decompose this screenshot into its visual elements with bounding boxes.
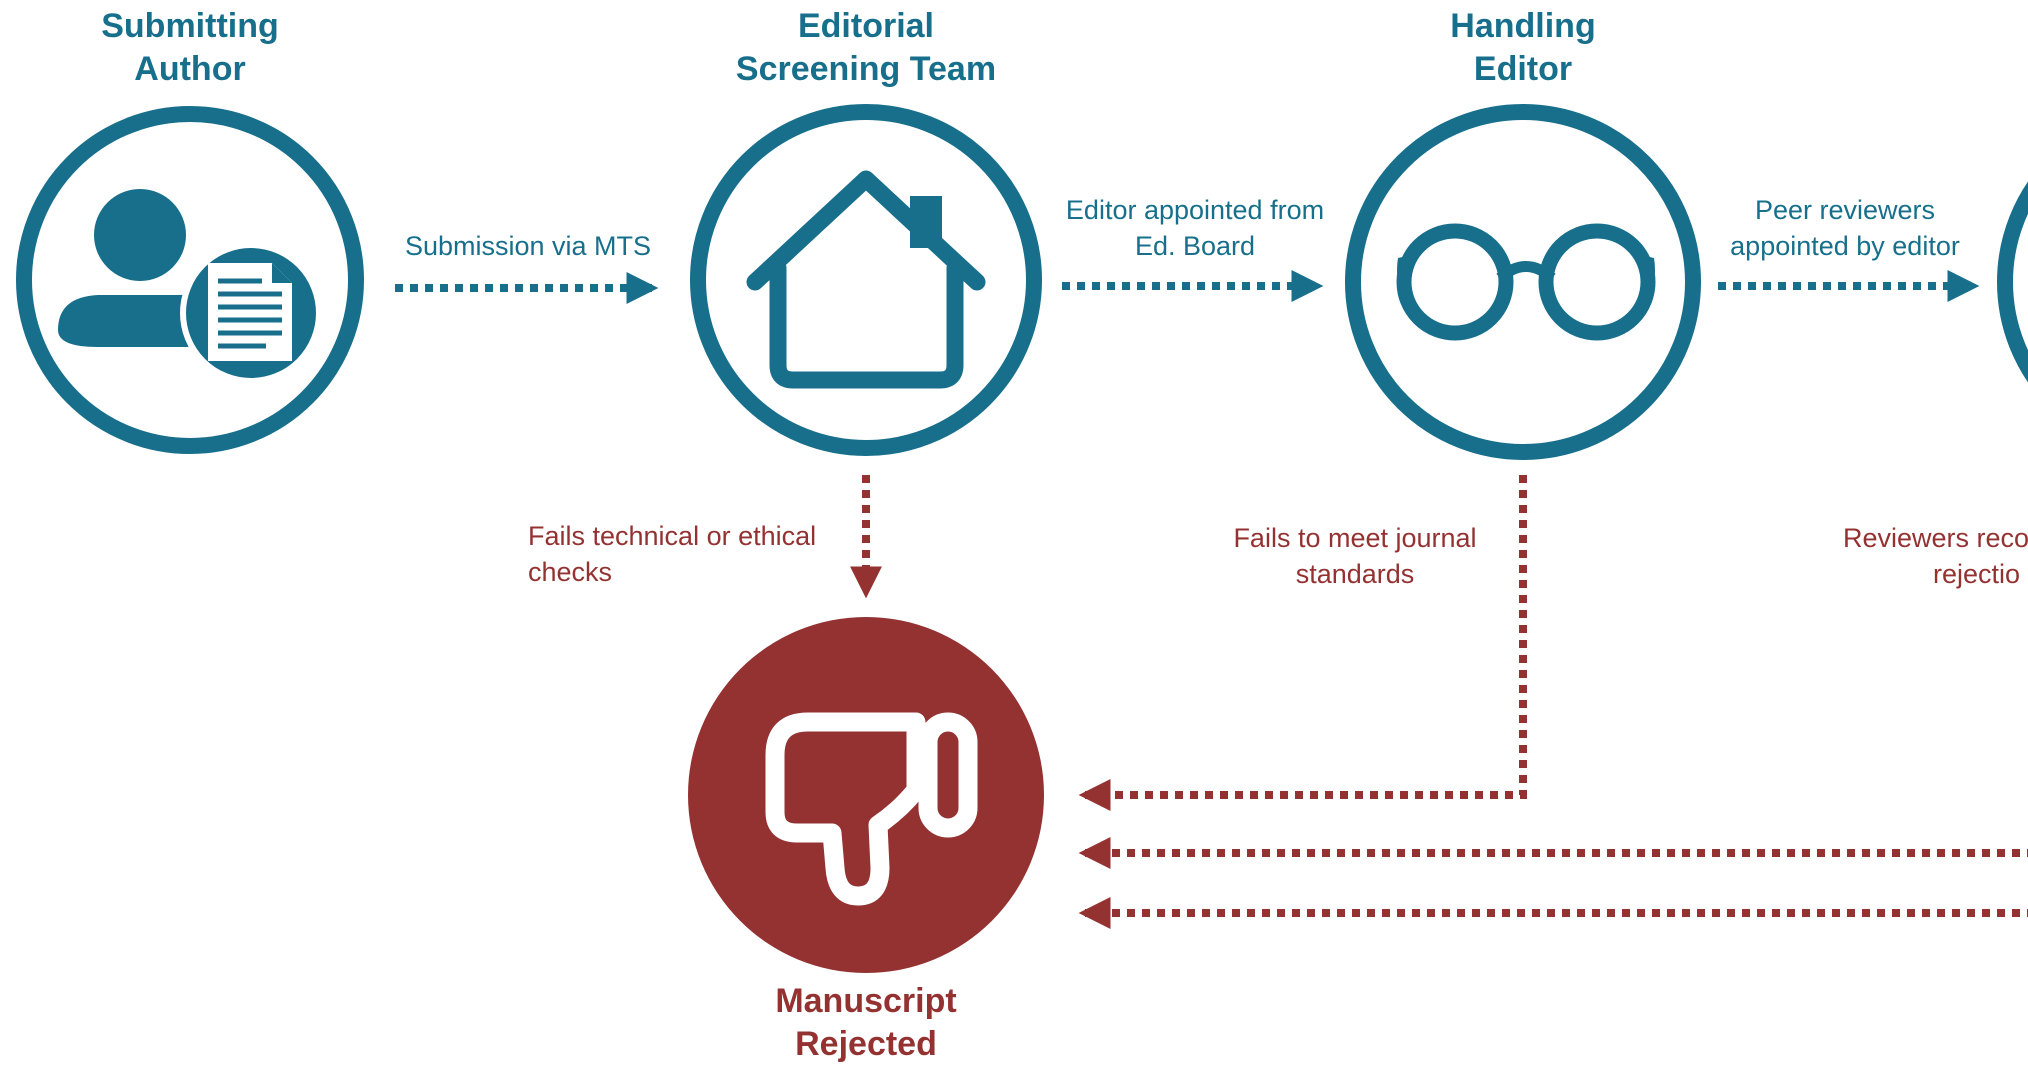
submission-label: Submission via MTS bbox=[405, 231, 651, 261]
author-node bbox=[16, 106, 364, 454]
appointed-label-line1: Editor appointed from bbox=[1066, 195, 1324, 225]
reviewers-reject-label-line1: Reviewers reco bbox=[1843, 523, 2028, 553]
appointed-label-line2: Ed. Board bbox=[1135, 231, 1255, 261]
author-document-icon bbox=[58, 189, 322, 384]
chimney-icon bbox=[910, 196, 942, 248]
fails-standards-label-line2: standards bbox=[1296, 559, 1415, 589]
house-icon bbox=[746, 170, 986, 389]
author-title-line2: Author bbox=[134, 50, 245, 88]
screening-title-line2: Screening Team bbox=[736, 50, 996, 88]
reviewers-reject-label-line2: rejectio bbox=[1933, 559, 2020, 589]
fails-checks-label-line2: checks bbox=[528, 557, 612, 587]
author-title-line1: Submitting bbox=[101, 7, 279, 45]
rejected-node bbox=[688, 617, 1044, 973]
thumbs-down-icon bbox=[765, 712, 978, 906]
screening-title-line1: Editorial bbox=[798, 7, 934, 45]
reviewers-label-line2: appointed by editor bbox=[1730, 231, 1960, 261]
fails-standards-label-line1: Fails to meet journal bbox=[1233, 523, 1476, 553]
fails-standards-arrow bbox=[1078, 475, 1527, 811]
fails-checks-label-line1: Fails technical or ethical bbox=[528, 521, 816, 551]
rejected-title-line1: Manuscript bbox=[775, 982, 956, 1020]
screening-node bbox=[690, 104, 1042, 456]
editor-title-line2: Editor bbox=[1474, 50, 1572, 88]
editor-node bbox=[1345, 104, 1701, 460]
peer-reviewers-node-partial bbox=[1997, 181, 2028, 383]
glasses-icon bbox=[1396, 223, 1656, 341]
reviewers-label-line1: Peer reviewers bbox=[1755, 195, 1935, 225]
editor-title-line1: Handling bbox=[1450, 7, 1595, 45]
rejected-title-line2: Rejected bbox=[795, 1025, 937, 1063]
